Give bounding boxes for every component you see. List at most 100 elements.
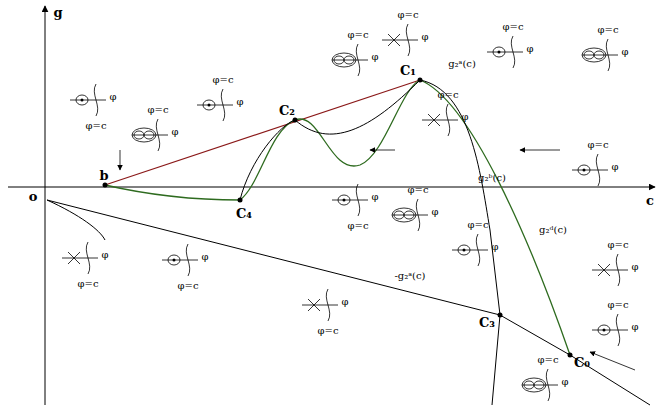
phi-c-line [94, 84, 97, 116]
green-curve [240, 80, 420, 200]
orbit [404, 211, 414, 219]
phi-c-label: φ=c [588, 140, 609, 150]
phase-portrait [332, 44, 368, 76]
phase-portrait [382, 24, 418, 56]
phi-c-label: φ=c [598, 25, 619, 35]
phi-c-label: φ=c [398, 10, 419, 20]
orbit [168, 255, 180, 265]
phi-axis [382, 40, 418, 41]
phi-axis [332, 60, 368, 61]
point-label: C₂ [279, 104, 295, 117]
orbit [582, 48, 606, 62]
point [498, 313, 503, 318]
phi-label: φ [109, 92, 116, 102]
center-point [173, 259, 176, 262]
separatrix [428, 114, 440, 126]
point [103, 183, 108, 188]
axis-label: g [53, 6, 62, 19]
phi-label: φ [611, 162, 618, 172]
separatrix [598, 264, 610, 276]
phi-c-line [476, 234, 479, 266]
orbit [458, 245, 470, 255]
orbit [134, 131, 144, 139]
phi-label: φ [631, 322, 638, 332]
orbit [534, 381, 544, 389]
center-point [583, 169, 586, 172]
phi-label: φ [491, 242, 498, 252]
point-label: C₁ [400, 64, 416, 77]
phi-c-line [616, 314, 619, 346]
separatrix [308, 299, 320, 311]
phi-c-label: φ=c [148, 105, 169, 115]
origin-label: o [29, 190, 38, 203]
phi-axis [592, 270, 628, 271]
separatrix [68, 252, 80, 264]
phase-portrait [70, 84, 106, 116]
phi-label: φ [101, 250, 108, 260]
phi-axis [582, 55, 618, 56]
center-point [498, 51, 501, 54]
g2b-curve [420, 80, 500, 405]
orbit [334, 56, 344, 64]
phi-c-line [356, 44, 359, 76]
phi-c-label: φ=c [348, 221, 369, 231]
orbit [344, 56, 354, 64]
phi-axis [62, 258, 98, 259]
orbit [524, 381, 534, 389]
phi-label: φ [421, 32, 428, 42]
phi-label: φ [171, 127, 178, 137]
pointer-arrow [370, 150, 395, 151]
separatrix [388, 34, 400, 46]
phi-c-label: φ=c [438, 90, 459, 100]
phase-portrait [302, 289, 338, 321]
phi-label: φ [461, 112, 468, 122]
phi-label: φ [201, 252, 208, 262]
phase-portrait [592, 254, 628, 286]
phi-c-label: φ=c [468, 220, 489, 230]
orbit [594, 51, 604, 59]
separatrix [388, 34, 400, 46]
center-point [343, 199, 346, 202]
phi-label: φ [631, 262, 638, 272]
center-point [463, 249, 466, 252]
phi-c-label: φ=c [538, 355, 559, 365]
orbit [392, 208, 416, 222]
curve-label: g₂ᵈ(c) [539, 225, 567, 235]
separatrix [68, 252, 80, 264]
phase-portrait [582, 39, 618, 71]
phi-label: φ [621, 47, 628, 57]
phi-axis [302, 305, 338, 306]
orbit [144, 131, 154, 139]
phi-c-line [546, 369, 549, 401]
phi-c-line [406, 24, 409, 56]
phi-c-line [416, 199, 419, 231]
curve-label: g₂ᵇ(c) [478, 173, 506, 183]
point [418, 78, 423, 83]
phi-label: φ [341, 297, 348, 307]
orbit [76, 95, 88, 105]
point [293, 118, 298, 123]
phase-portrait [592, 314, 628, 346]
green-curve [105, 185, 240, 200]
separatrix [428, 114, 440, 126]
phi-c-label: φ=c [318, 326, 339, 336]
phase-portrait [197, 89, 233, 121]
orbit [522, 378, 546, 392]
phi-c-label: φ=c [503, 22, 524, 32]
orbit [394, 211, 404, 219]
phi-c-label: φ=c [178, 281, 199, 291]
orbit [584, 51, 594, 59]
curve-label: g₂ᵃ(c) [448, 59, 476, 69]
phi-c-line [326, 289, 329, 321]
center-point [603, 329, 606, 332]
pointer-arrow [120, 150, 121, 170]
phase-portrait [132, 119, 168, 151]
phi-c-line [616, 254, 619, 286]
point-label: C₃ [479, 316, 495, 329]
phase-portrait [422, 104, 458, 136]
orbit [493, 47, 505, 57]
phi-axis [132, 135, 168, 136]
phi-c-line [156, 119, 159, 151]
